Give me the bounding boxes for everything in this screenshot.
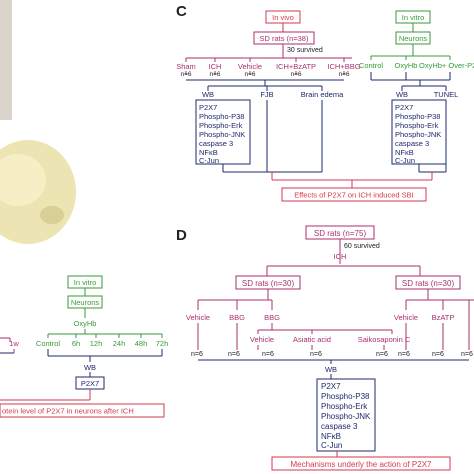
vitro-group-oxyhb: OxyHb (395, 61, 418, 70)
panel-d: D SD rats (n=75) 60 survived ICH SD rats… (176, 225, 474, 471)
b-tp-6h: 6h (72, 339, 80, 348)
d-n: n=6 (432, 351, 444, 358)
survived-30: 30 survived (287, 47, 323, 54)
group-n: n=6 (244, 71, 255, 78)
vitro-group-over-p2x: OxyHb+ Over-P2X (419, 61, 474, 70)
d-n: n=6 (398, 351, 410, 358)
d-left-vehicle: Vehicle (186, 313, 210, 322)
vitro-assay-tunel: TUNEL (434, 90, 459, 99)
b-result-box (0, 403, 165, 418)
d-marker-nfkb: NFκB (321, 432, 341, 441)
d-n: n=6 (376, 351, 388, 358)
b-result-label: otein level of P2X7 in neurons after ICH (2, 407, 134, 416)
c-result-label: Effects of P2X7 on ICH induced SBI (294, 191, 414, 200)
group-n: n=6 (209, 71, 220, 78)
d-sd-rats-75-label: SD rats (n=75) (314, 229, 367, 238)
d-n: n=6 (262, 351, 274, 358)
c-in-vitro-label: In vitro (402, 13, 425, 22)
marker-caspase-3: caspase 3 (199, 139, 233, 148)
marker-phospho-p38: Phospho-P38 (199, 112, 244, 121)
panel-b: In vitro Neurons OxyHb Control 6h 12h 24… (0, 275, 169, 418)
d-marker-box (316, 378, 376, 452)
d-n: n=6 (191, 351, 203, 358)
d-result-label: Mechanisms underly the action of P2X7 (291, 460, 433, 469)
photo-strip (0, 0, 12, 120)
d-left-bbg: BBG (229, 313, 245, 322)
marker-phospho-erk: Phospho-Erk (199, 121, 243, 130)
d-n: n=6 (461, 351, 473, 358)
group-sham: Sham (176, 62, 196, 71)
panel-c-letter: C (176, 3, 187, 20)
b-tp-12h: 12h (90, 339, 103, 348)
d-saikosaponin-c: Saikosaponin C (358, 335, 411, 344)
vitro-marker-caspase-3: caspase 3 (395, 139, 429, 148)
c-result-box (281, 187, 427, 202)
sd-rats-38-label: SD rats (n=38) (260, 34, 309, 43)
d-asiatic-acid: Asiatic acid (293, 335, 331, 344)
d-bbg-vehicle: Vehicle (250, 335, 274, 344)
b-neurons-label: Neurons (71, 298, 100, 307)
panel-d-letter: D (176, 227, 187, 244)
d-right-bzatp: BzATP (432, 313, 455, 322)
d-marker-p2x7: P2X7 (321, 382, 341, 391)
d-sd-rats-30-left: SD rats (n=30) (242, 279, 295, 288)
d-n: n=6 (228, 351, 240, 358)
d-n: n=6 (310, 351, 322, 358)
b-tp-24h: 24h (113, 339, 126, 348)
assay-brain-edema: Brain edema (301, 90, 344, 99)
brain-highlight (0, 154, 46, 206)
d-marker-phospho-erk: Phospho-Erk (321, 402, 368, 411)
d-result-box (271, 456, 451, 471)
vitro-assay-wb: WB (396, 90, 408, 99)
d-sd-rats-30-right: SD rats (n=30) (402, 279, 455, 288)
vitro-marker-phospho-p38: Phospho-P38 (395, 112, 440, 121)
brain-shadow (40, 206, 64, 224)
b-tp-48h: 48h (135, 339, 148, 348)
d-marker-caspase-3: caspase 3 (321, 422, 358, 431)
marker-c-jun: C-Jun (199, 156, 219, 165)
marker-nfkb: NFκB (199, 148, 218, 157)
d-marker-phospho-jnk: Phospho-JNK (321, 412, 371, 421)
vitro-marker-phospho-erk: Phospho-Erk (395, 121, 439, 130)
group-vehicle: Vehicle (238, 62, 262, 71)
group-ich-bbg: ICH+BBG (327, 62, 360, 71)
vitro-marker-p2x7: P2X7 (395, 103, 413, 112)
b-left-1w: 1w (9, 339, 19, 348)
marker-p2x7: P2X7 (199, 103, 217, 112)
sd-rats-38-box (253, 31, 315, 45)
b-tp-control: Control (36, 339, 61, 348)
group-ich: ICH (209, 62, 222, 71)
d-ich-label: ICH (334, 252, 347, 261)
brain-photo-fragment (0, 0, 76, 244)
marker-phospho-jnk: Phospho-JNK (199, 130, 245, 139)
group-ich-bzatp: ICH+BzATP (276, 62, 316, 71)
d-right-vehicle: Vehicle (394, 313, 418, 322)
b-wb-label: WB (84, 363, 96, 372)
group-n: n=6 (290, 71, 301, 78)
vitro-marker-c-jun: C-Jun (395, 156, 415, 165)
b-in-vitro-label: In vitro (74, 278, 97, 287)
vitro-marker-phospho-jnk: Phospho-JNK (395, 130, 441, 139)
c-neurons-label: Neurons (399, 34, 428, 43)
b-tp-72h: 72h (156, 339, 169, 348)
d-left-bbg-2: BBG (264, 313, 280, 322)
d-marker-phospho-p38: Phospho-P38 (321, 392, 370, 401)
b-p2x7-label: P2X7 (81, 379, 99, 388)
vitro-marker-nfkb: NFκB (395, 148, 414, 157)
panel-c: C In vivo SD rats (n=38) 30 survived Sha… (176, 3, 474, 202)
in-vivo-label: In vivo (272, 13, 294, 22)
d-survived-60: 60 survived (344, 243, 380, 250)
b-oxyhb-label: OxyHb (74, 319, 97, 328)
group-n: n=6 (338, 71, 349, 78)
d-marker-c-jun: C-Jun (321, 441, 342, 450)
vitro-group-control: Control (359, 61, 384, 70)
group-n: n=6 (180, 71, 191, 78)
assay-wb: WB (202, 90, 214, 99)
assay-fjb: FJB (260, 90, 273, 99)
d-wb-label: WB (325, 365, 337, 374)
